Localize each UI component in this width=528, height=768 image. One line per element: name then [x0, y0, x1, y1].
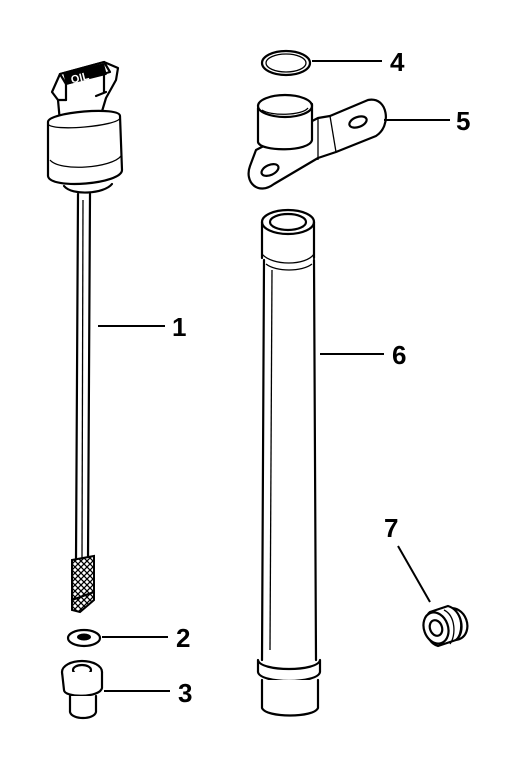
o-ring-part: [260, 49, 312, 77]
callout-3: 3: [178, 678, 192, 708]
clamp-part: [247, 93, 387, 190]
callout-7: 7: [384, 513, 398, 543]
dipstick-part: OIL: [46, 60, 124, 614]
callout-4: 4: [390, 47, 405, 77]
seal-part: [422, 604, 469, 648]
small-o-ring-part: [66, 628, 102, 648]
callout-6: 6: [392, 340, 406, 370]
leader-line-7: [397, 545, 431, 603]
callout-5: 5: [456, 106, 470, 136]
tube-part: [256, 208, 322, 717]
callout-1: 1: [172, 312, 186, 342]
oil-marking: OIL: [70, 70, 91, 86]
callout-2: 2: [176, 623, 190, 653]
grommet-part: [60, 659, 104, 720]
